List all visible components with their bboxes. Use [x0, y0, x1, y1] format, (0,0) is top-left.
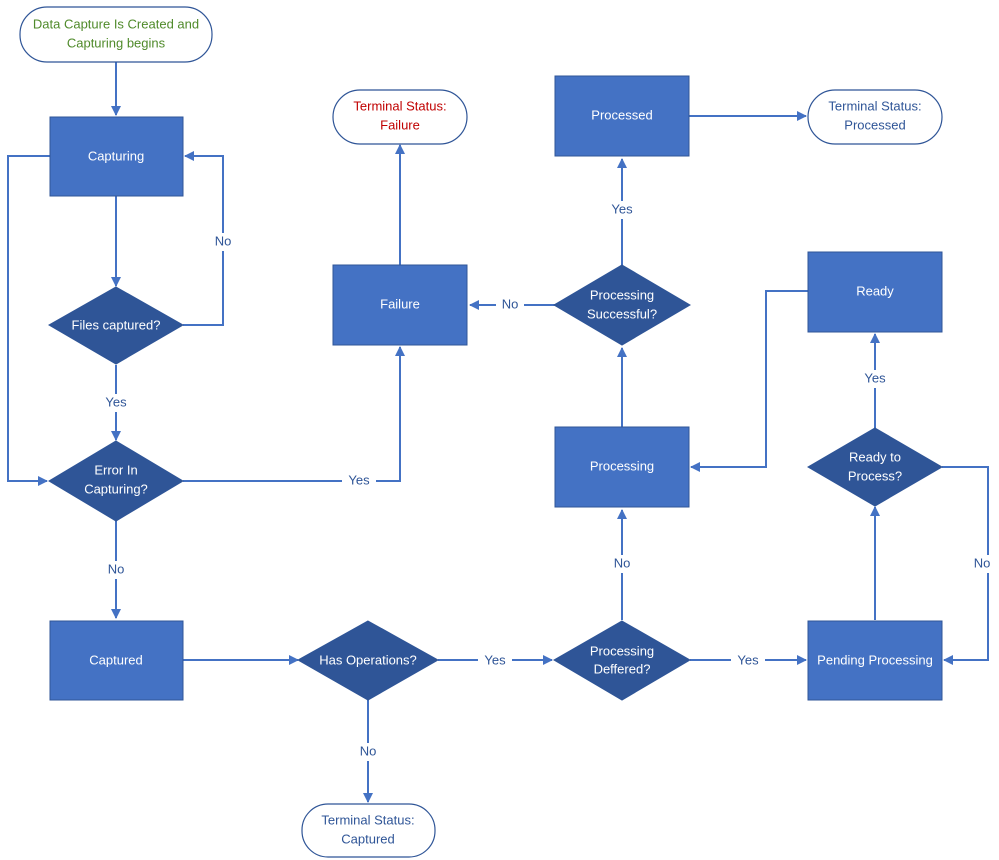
node-captured: Captured [49, 620, 184, 701]
node-processed: Processed [554, 75, 690, 157]
svg-text:Process?: Process? [848, 468, 902, 483]
svg-text:Failure: Failure [380, 117, 420, 132]
node-start: Data Capture Is Created and Capturing be… [19, 6, 213, 63]
label-deffered-no: No [614, 555, 631, 570]
label-successful-yes: Yes [611, 201, 633, 216]
node-ready: Ready [807, 251, 943, 333]
node-has-operations: Has Operations? [296, 620, 440, 701]
svg-text:Captured: Captured [89, 652, 142, 667]
svg-text:Capturing begins: Capturing begins [67, 35, 166, 50]
node-capturing: Capturing [49, 116, 184, 197]
svg-text:Captured: Captured [341, 831, 394, 846]
node-processing: Processing [554, 426, 690, 508]
svg-text:Data Capture Is Created and: Data Capture Is Created and [33, 16, 199, 31]
node-terminal-captured: Terminal Status: Captured [301, 803, 436, 858]
edge-labels: No Yes Yes No Yes No Yes No Yes No Yes N… [100, 201, 996, 761]
svg-text:Ready to: Ready to [849, 449, 901, 464]
node-processing-deffered: Processing Deffered? [553, 620, 691, 701]
label-ready-to-process-yes: Yes [864, 370, 886, 385]
svg-text:Capturing?: Capturing? [84, 481, 148, 496]
svg-text:Processed: Processed [844, 117, 905, 132]
label-error-yes: Yes [348, 472, 370, 487]
svg-text:Processed: Processed [591, 107, 652, 122]
node-failure: Failure [332, 264, 468, 346]
node-files-captured: Files captured? [47, 286, 185, 365]
node-pending-processing: Pending Processing [807, 620, 943, 701]
svg-text:Deffered?: Deffered? [594, 661, 651, 676]
edge-error-yes-to-failure [183, 346, 405, 482]
node-error-in-capturing: Error In Capturing? [48, 440, 184, 522]
label-files-captured-no: No [215, 233, 232, 248]
svg-text:Capturing: Capturing [88, 148, 144, 163]
label-ready-to-process-no: No [974, 555, 991, 570]
svg-text:Ready: Ready [856, 283, 894, 298]
svg-text:Successful?: Successful? [587, 306, 657, 321]
node-terminal-failure: Terminal Status: Failure [332, 89, 468, 145]
svg-text:Has Operations?: Has Operations? [319, 652, 417, 667]
svg-text:Processing: Processing [590, 458, 654, 473]
node-terminal-processed: Terminal Status: Processed [807, 89, 943, 145]
node-processing-successful: Processing Successful? [553, 264, 691, 346]
svg-text:Pending Processing: Pending Processing [817, 652, 933, 667]
label-has-operations-no: No [360, 743, 377, 758]
svg-text:Failure: Failure [380, 296, 420, 311]
label-deffered-yes: Yes [737, 652, 759, 667]
edge-capturing-left-loop [7, 155, 50, 486]
svg-text:Files captured?: Files captured? [72, 317, 161, 332]
svg-text:Processing: Processing [590, 643, 654, 658]
edge-ready-to-processing [690, 290, 808, 472]
node-ready-to-process: Ready to Process? [807, 427, 943, 507]
label-has-operations-yes: Yes [484, 652, 506, 667]
svg-text:Processing: Processing [590, 287, 654, 302]
svg-text:Terminal Status:: Terminal Status: [321, 812, 414, 827]
label-successful-no: No [502, 296, 519, 311]
label-error-no: No [108, 561, 125, 576]
svg-text:Terminal Status:: Terminal Status: [828, 98, 921, 113]
label-files-captured-yes: Yes [105, 394, 127, 409]
svg-text:Terminal Status:: Terminal Status: [353, 98, 446, 113]
svg-text:Error In: Error In [94, 462, 137, 477]
